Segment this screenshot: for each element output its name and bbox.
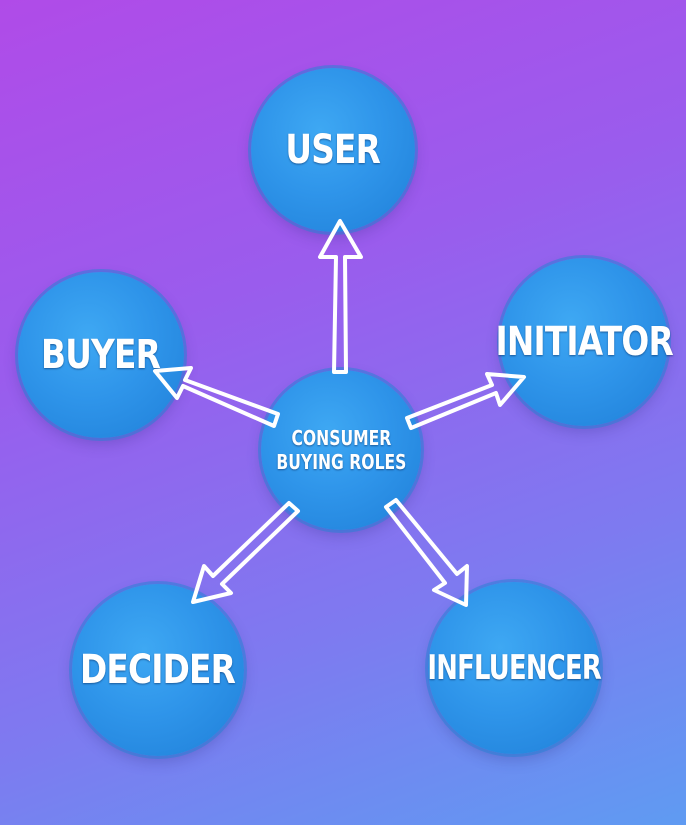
- arrow-to-influencer: [384, 498, 469, 607]
- role-node-buyer: BUYER: [18, 272, 184, 438]
- role-node-initiator: INITIATOR: [495, 258, 674, 426]
- role-label-initiator: INITIATOR: [495, 319, 673, 365]
- role-label-user: USER: [285, 127, 381, 173]
- arrow-to-decider: [191, 501, 300, 604]
- arrow-to-user: [318, 219, 363, 374]
- role-node-user: USER: [251, 68, 415, 232]
- role-label-decider: DECIDER: [80, 647, 236, 693]
- role-label-influencer: INFLUENCER: [427, 648, 601, 688]
- center-node: CONSUMER BUYING ROLES: [261, 370, 421, 530]
- arrow-to-initiator: [405, 372, 526, 430]
- role-label-buyer: BUYER: [41, 332, 162, 378]
- center-label-line1: CONSUMER: [291, 426, 391, 450]
- role-node-influencer: INFLUENCER: [427, 582, 602, 754]
- center-label-line2: BUYING ROLES: [275, 450, 407, 474]
- role-node-decider: DECIDER: [72, 584, 244, 756]
- center-label: CONSUMER BUYING ROLES: [276, 426, 406, 474]
